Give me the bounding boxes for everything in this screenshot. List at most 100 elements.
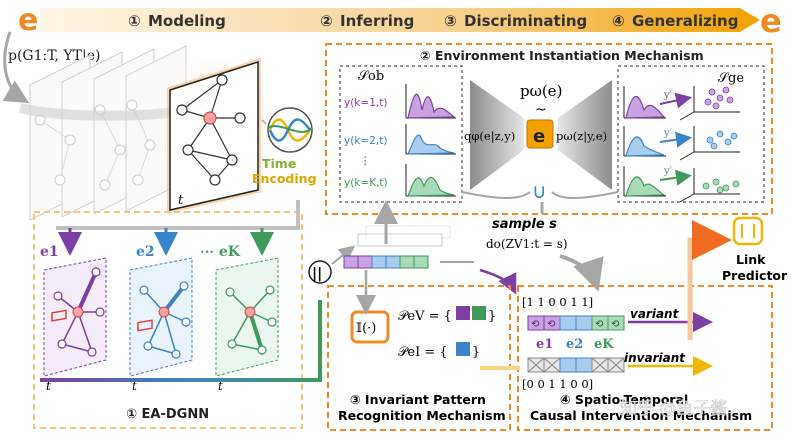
y-prime-3: y′ [663,166,673,177]
modeling-arrow [2,31,30,104]
dist-k2 [407,134,455,155]
invariant-recognition-section: 𝕀(·) 𝒫eV = { } 𝒫eI = { } ③ Invariant Pat… [327,270,511,431]
prior-tilde: ~ [535,102,547,118]
y-label-dots: ⋮ [360,155,371,167]
mask-invariant-vector: [0 0 1 1 0 0] [522,377,593,391]
mask-variant-vector: [1 1 0 0 1 1] [522,295,593,309]
causal-env-eK: eK [594,337,614,352]
s-ob-label: 𝒮ob [358,69,384,84]
concat-operator [308,260,332,284]
observed-distributions [405,84,456,197]
link-predictor-icon [732,216,764,246]
y-label-k1: y(k=1,t) [344,97,387,109]
left-e-glyph: e [18,3,38,38]
svg-text:⟲: ⟲ [611,319,620,330]
stage-2-num: ② [320,12,333,30]
variant-purple-chip [456,306,470,320]
invariant-title-1: ③ Invariant Pattern [350,392,486,407]
env-panel-1: t [43,257,107,393]
indicator-function: 𝕀(·) [356,321,376,336]
sampling-block: sample s do(ZV1:t = s) [479,202,604,295]
time-encoding-label-1: Time [262,156,296,171]
causal-title-1: ④ Spatio-Temporal [560,392,688,407]
invariant-label: invariant [624,351,686,365]
causal-section-border [517,285,773,431]
stage-3-label: Discriminating [464,12,587,30]
joint-distribution-formula: p(G1:T, YT|e) [8,48,100,64]
stage-1-num: ① [128,12,141,30]
ea-dgnn-title: ① EA-DGNN [126,407,209,422]
intervened-row: ⟲ ⟲ ⟲ ⟲ [527,315,625,331]
concat-symbol: || [312,266,322,282]
prior-p-omega-e: pω(e) [520,82,562,100]
latent-env-box [526,119,554,149]
ea-dgnn-output-arrow [40,300,322,382]
s-ge-box [617,65,765,203]
s-ob-box [339,65,463,203]
env-instantiation-section: ② Environment Instantiation Mechanism 𝒮o… [325,43,773,215]
union-symbol: ∪ [532,179,547,203]
causal-title-2: Causal Intervention Mechanism [530,408,752,423]
stage-4-num: ④ [612,12,625,30]
embedding-stack [343,200,474,269]
link-predictor: Link Predictor [687,216,788,340]
generated-distributions: y′ y′ y′ [623,86,740,203]
link-predictor-label-1: Link [736,252,766,267]
causal-env-e1: e1 [536,337,553,352]
cell-v4 [575,315,593,331]
y-prime-2: y′ [663,128,673,139]
ea-dgnn-input-arrow [56,200,300,230]
env-panel-3: t [215,257,279,393]
invariant-pattern-label: 𝒫eI = { [398,345,448,360]
link-predictor-label-2: Predictor [722,268,788,283]
svg-text:⟲: ⟲ [531,319,540,330]
to-predictor-arrow [687,220,732,340]
embedding-row [343,255,429,269]
current-graph-frame [169,60,259,211]
sample-label: sample s [492,217,557,232]
stage-4-label: Generalizing [632,12,738,30]
env-panel-2-time: t [132,379,137,393]
y-label-k2: y(k=2,t) [344,135,387,147]
q-phi-label: qφ(e|z,y) [464,129,515,144]
env-section-border [325,43,773,215]
time-encoding-label-2: Encoding [252,171,317,186]
stage-1-label: Modeling [148,12,226,30]
env-label-e1: e1 [40,244,59,260]
ea-dgnn-border [33,211,303,429]
y-prime-1: y′ [663,90,673,101]
s-ge-label: 𝒮ge [718,71,744,86]
invariant-blue-chip [456,342,470,356]
env-panel-1-time: t [46,379,51,393]
dist-k1 [407,93,456,119]
p-omega-label: pω(z|y,e) [556,129,607,144]
causal-intervention-section: [1 1 0 0 1 1] ⟲ ⟲ ⟲ ⟲ e1 e2 eK [480,285,773,431]
stage-3-num: ③ [444,12,457,30]
variant-pattern-label: 𝒫eV = { [398,309,452,324]
latent-env-e: e [533,126,545,147]
causal-env-e2: e2 [566,337,583,352]
variant-close-brace: } [488,309,496,324]
variant-label: variant [630,307,680,321]
svg-text:⟲: ⟲ [595,319,604,330]
watermark: 知乎 @鱼子酱 [620,399,727,419]
masked-row [527,357,625,373]
svg-text:⟲: ⟲ [547,319,556,330]
target-node [203,111,217,125]
y-label-kK: y(k=K,t) [344,177,388,189]
env-panel-3-time: t [218,379,223,393]
invariant-section-border [327,285,511,431]
banner-arrow [40,8,760,32]
env-panel-2: t [129,257,193,393]
do-intervention-label: do(ZV1:t = s) [486,237,568,251]
current-graph-time: t [178,193,184,208]
modeling-section: p(G1:T, YT|e) [2,31,317,221]
env-section-title: ② Environment Instantiation Mechanism [420,48,704,63]
dist-kK [407,176,455,197]
cell-v6 [607,315,625,331]
current-graph-nodes [176,74,246,186]
cell-v3 [559,315,577,331]
env-label-eK: ⋯ eK [200,244,241,260]
decoder-funnel [558,80,612,190]
ea-dgnn-section: e1 e2 ⋯ eK t [33,200,356,429]
